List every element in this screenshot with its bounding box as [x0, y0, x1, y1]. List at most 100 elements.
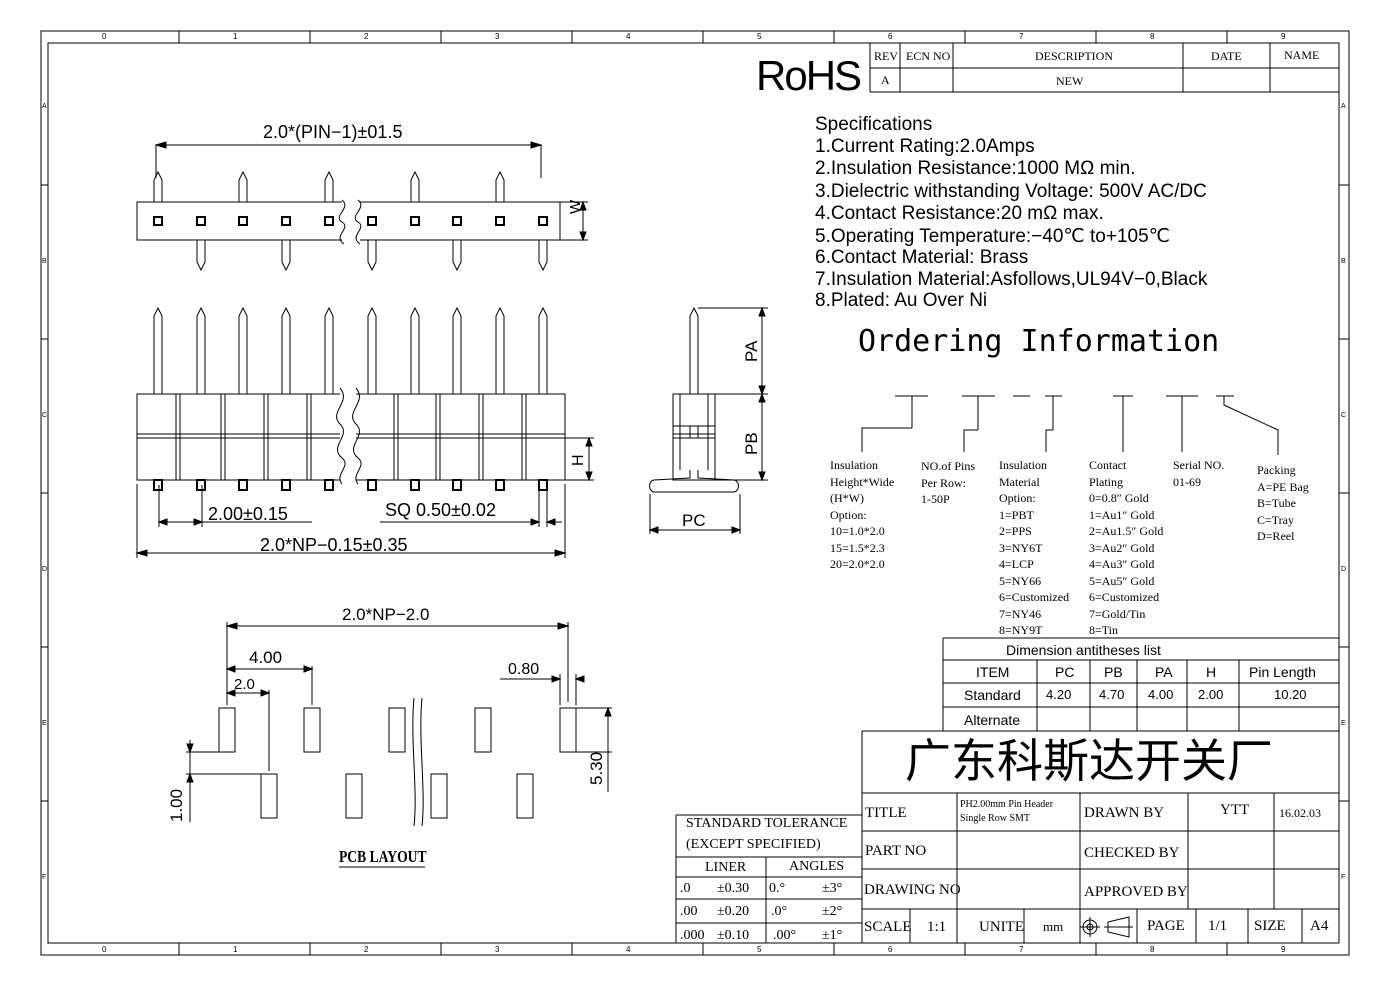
pin-foot — [410, 479, 420, 491]
pin-foot — [367, 479, 377, 491]
ordering-line: 4=Au3″ Gold — [1089, 557, 1155, 571]
ordering-line: Per Row: — [921, 475, 966, 490]
ordering-line: 6=Customized — [1089, 590, 1160, 604]
ordering-insulation-height: Insulation Height*Wide (H*W) Option: 10=… — [830, 457, 894, 573]
drawn-by-label: DRAWN BY — [1084, 805, 1165, 821]
grid-top-8: 8 — [1150, 32, 1155, 41]
ordering-line: Material — [999, 474, 1040, 489]
description-header: DESCRIPTION — [1035, 49, 1114, 63]
pcb-d20: 2.0 — [234, 676, 255, 693]
ordering-line: NO.of Pins — [921, 459, 976, 473]
tolerance-cell: ±0.20 — [717, 904, 750, 919]
drawing-no-label: DRAWING NO — [864, 882, 961, 898]
ordering-line: Height*Wide — [830, 474, 895, 489]
top-view — [136, 141, 588, 272]
pin — [153, 170, 163, 202]
ordering-line: 7=NY46 — [999, 606, 1042, 621]
dim-pitch: 2.00±0.15 — [208, 504, 288, 524]
ordering-leaders — [861, 395, 1279, 455]
tolerance-cell: ±3° — [822, 881, 843, 896]
zone-ticks — [41, 31, 1349, 955]
pcb-layout-label: PCB LAYOUT — [339, 847, 427, 866]
grid-top-3: 3 — [495, 32, 500, 41]
pin-foot — [238, 479, 248, 491]
spec-line: 6.Contact Material: Brass — [815, 247, 1029, 268]
grid-left-E: E — [42, 720, 47, 727]
ordering-line: Serial NO. — [1173, 458, 1225, 472]
dim-table-header: Pin Length — [1249, 664, 1316, 680]
pin — [538, 240, 548, 272]
ordering-serial: Serial NO. 01-69 — [1173, 457, 1224, 490]
ordering-line: C=Tray — [1257, 512, 1295, 527]
ordering-line: 8=NY9T — [999, 623, 1043, 637]
tolerance-cell: ±0.10 — [717, 928, 750, 943]
grid-bottom-1: 1 — [233, 945, 238, 954]
pin-square — [367, 216, 377, 226]
pin-foot — [196, 479, 206, 491]
grid-left-C: C — [42, 412, 48, 419]
pin-foot — [281, 479, 291, 491]
dim-w: W — [567, 199, 584, 214]
scale-value: 1:1 — [927, 919, 947, 935]
scale-label: SCALE — [864, 919, 912, 935]
grid-left-F: F — [42, 874, 47, 881]
size-value: A4 — [1310, 918, 1329, 934]
ordering-line: Contact — [1089, 458, 1127, 472]
pcb-d100: 1.00 — [167, 788, 186, 822]
grid-top-4: 4 — [626, 32, 631, 41]
ordering-pins: NO.of Pins Per Row: 1-50P — [921, 458, 975, 508]
ordering-line: 5=NY66 — [999, 573, 1042, 588]
date-value: 16.02.03 — [1279, 806, 1321, 820]
dim-table-cell: Alternate — [964, 712, 1021, 728]
spec-line: 5.Operating Temperature:−40℃ to+105℃ — [815, 226, 1170, 247]
pcb-d080: 0.80 — [508, 661, 540, 678]
size-label: SIZE — [1254, 918, 1286, 934]
ordering-line: Plating — [1089, 474, 1124, 489]
grid-top-1: 1 — [233, 32, 238, 41]
grid-right-E: E — [1341, 720, 1346, 727]
tolerance-cell: ±2° — [822, 904, 843, 919]
ordering-line: 6=Customized — [999, 590, 1070, 604]
pcb-span: 2.0*NP−2.0 — [342, 605, 430, 624]
pin — [367, 240, 377, 272]
ecn-header: ECN NO — [906, 49, 951, 63]
grid-bottom-8: 8 — [1150, 945, 1155, 954]
grid-bottom-5: 5 — [757, 945, 762, 954]
grid-bottom-7: 7 — [1019, 945, 1024, 954]
tolerance-cell: 0.° — [769, 881, 786, 896]
ordering-line: (H*W) — [830, 491, 864, 505]
pin-foot — [324, 479, 334, 491]
dim-pc: PC — [682, 511, 706, 530]
grid-top-0: 0 — [102, 32, 107, 41]
pin — [281, 240, 291, 272]
name-header: NAME — [1284, 48, 1320, 62]
ordering-line: 1=PBT — [999, 507, 1034, 522]
ordering-line: Packing — [1257, 463, 1296, 477]
pcb-d400: 4.00 — [249, 648, 283, 667]
grid-top-9: 9 — [1281, 32, 1286, 41]
grid-top-5: 5 — [757, 32, 762, 41]
tolerance-subtitle: (EXCEPT SPECIFIED) — [686, 837, 821, 852]
tolerance-cell: .00° — [773, 928, 797, 943]
pin — [238, 306, 248, 394]
tolerance-cell: .000 — [680, 928, 705, 943]
ordering-line: 10=1.0*2.0 — [830, 524, 885, 538]
dim-table-cell: 4.00 — [1148, 687, 1174, 702]
dim-table-header: ITEM — [976, 664, 1010, 680]
grid-right-F: F — [1341, 874, 1346, 881]
grid-right-C: C — [1341, 412, 1347, 419]
ordering-line: Insulation — [830, 458, 878, 472]
ordering-plating: Contact Plating 0=0.8″ Gold 1=Au1″ Gold … — [1089, 457, 1163, 639]
pin-foot — [452, 479, 462, 491]
grid-top-6: 6 — [888, 32, 893, 41]
projection-symbol-icon — [1080, 916, 1133, 938]
dim-top-pitch: 2.0*(PIN−1)±01.5 — [263, 122, 403, 142]
dim-table-cell: 2.00 — [1198, 687, 1224, 702]
description-value: NEW — [1056, 74, 1084, 88]
pin — [238, 170, 248, 202]
ordering-line: 1=Au1″ Gold — [1089, 507, 1155, 522]
date-header: DATE — [1211, 49, 1242, 63]
grid-bottom-0: 0 — [102, 945, 107, 954]
ordering-line: 5=Au5″ Gold — [1089, 573, 1155, 588]
